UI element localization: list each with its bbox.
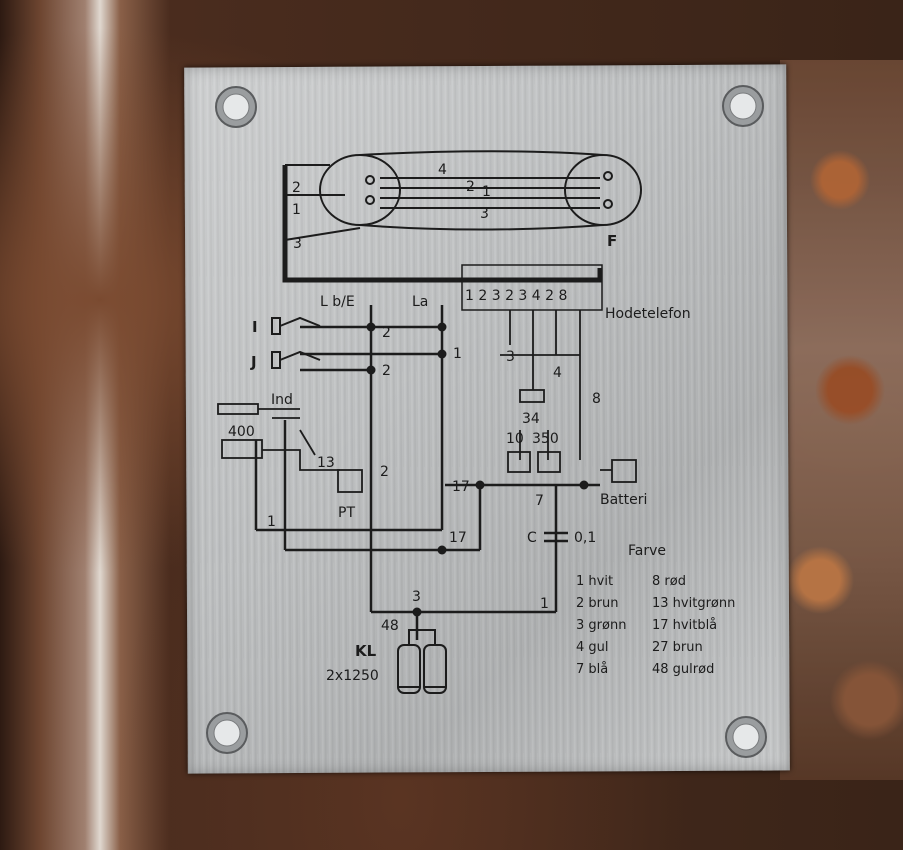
label-wire-13: 13	[317, 455, 335, 471]
label-wire-7: 7	[535, 493, 544, 509]
label-lbe: L b/E	[320, 294, 355, 310]
indicator-section	[217, 403, 363, 493]
legend-left-1: 1 hvit	[576, 574, 613, 589]
legend-left-2: 2 brun	[576, 596, 618, 611]
label-3-mid: 3	[480, 206, 489, 222]
label-F: F	[607, 232, 617, 250]
label-wire-2a: 2	[382, 325, 391, 341]
jack-I	[271, 316, 321, 335]
headphone-network	[500, 310, 637, 483]
label-wire-17a: 17	[452, 479, 470, 495]
capacitor-C	[544, 531, 568, 543]
label-10: 10	[506, 431, 524, 447]
legend-right-2: 13 hvitgrønn	[652, 596, 735, 611]
legend-left-3: 3 grønn	[576, 618, 626, 633]
cable-thick	[282, 165, 603, 283]
terminal-numbers: 1 2 3 2 3 4 2 8	[465, 288, 567, 304]
label-ind: Ind	[271, 392, 293, 408]
label-3a: 3	[293, 236, 302, 252]
rust-patch	[780, 60, 903, 780]
legend-left-4: 4 gul	[576, 640, 609, 655]
label-wire-2b: 2	[382, 363, 391, 379]
terminal-block	[461, 264, 603, 311]
label-wire-3: 3	[506, 349, 515, 365]
label-pt: PT	[338, 505, 355, 521]
screw-bottom-left	[206, 712, 248, 754]
label-350: 350	[532, 431, 559, 447]
label-wire-3b: 3	[412, 589, 421, 605]
label-kl-value: 2x1250	[326, 668, 379, 684]
cord-outline-top	[359, 150, 604, 156]
legend-right-4: 27 brun	[652, 640, 703, 655]
legend-right-1: 8 rød	[652, 574, 686, 589]
cord-outline-bottom	[359, 224, 604, 231]
junction-dots	[366, 322, 589, 617]
label-cap-c: C	[527, 530, 537, 546]
label-wire-1c: 1	[540, 596, 549, 612]
label-4-top: 4	[438, 162, 447, 178]
main-wiring	[254, 305, 600, 640]
label-wire-8: 8	[592, 391, 601, 407]
label-wire-1: 1	[453, 346, 462, 362]
plug-left	[319, 154, 401, 226]
legend-right-5: 48 gulrød	[652, 662, 714, 677]
label-la: La	[412, 294, 428, 310]
jack-J	[271, 350, 321, 369]
legend-title: Farve	[628, 543, 666, 559]
label-1-mid: 1	[482, 184, 491, 200]
label-wire-2c: 2	[380, 464, 389, 480]
screw-bottom-right	[725, 716, 767, 758]
label-2-mid: 2	[466, 179, 475, 195]
screw-top-left	[215, 86, 257, 128]
screw-top-right	[722, 85, 764, 127]
plug-right-F	[564, 154, 642, 226]
label-34: 34	[522, 411, 540, 427]
legend-left-5: 7 blå	[576, 662, 608, 677]
label-wire-1b: 1	[267, 514, 276, 530]
label-2a: 2	[292, 180, 301, 196]
cord-assembly	[282, 150, 642, 283]
label-I: I	[252, 318, 258, 336]
label-wire-4: 4	[553, 365, 562, 381]
label-400: 400	[228, 424, 255, 440]
kl-capacitors	[397, 629, 447, 694]
label-wire-17b: 17	[449, 530, 467, 546]
legend-right-3: 17 hvitblå	[652, 618, 717, 633]
label-cap-value: 0,1	[574, 530, 596, 546]
label-kl: KL	[355, 642, 377, 660]
label-1a: 1	[292, 202, 301, 218]
label-batteri: Batteri	[600, 492, 647, 508]
label-J: J	[250, 353, 257, 371]
color-legend: Farve 1 hvit 2 brun 3 grønn 4 gul 7 blå …	[576, 543, 735, 677]
label-wire-48: 48	[381, 618, 399, 634]
label-hodetelefon: Hodetelefon	[605, 306, 691, 322]
